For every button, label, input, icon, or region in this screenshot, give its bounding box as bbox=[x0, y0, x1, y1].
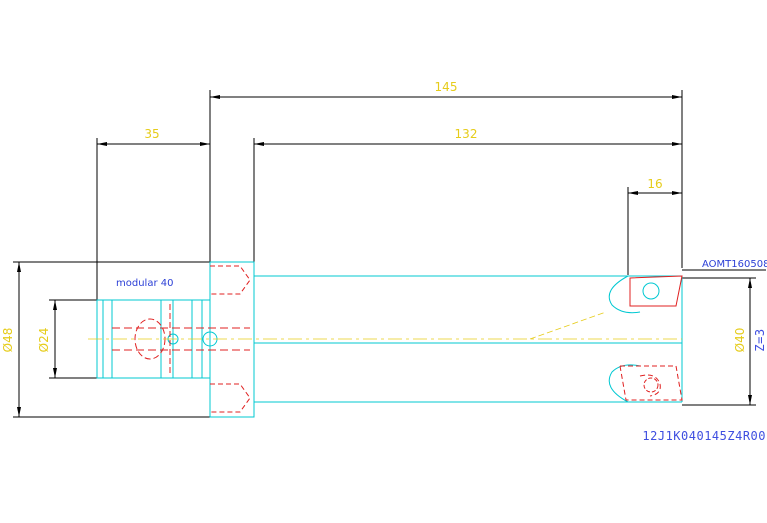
part-number-label: 12J1K040145Z4R00 bbox=[642, 429, 766, 443]
overall-length-label: 145 bbox=[435, 80, 458, 94]
insert-offset-label: 16 bbox=[647, 177, 662, 191]
insert-screw-hidden-icon bbox=[643, 377, 659, 393]
flange-diameter-label: Ø48 bbox=[1, 328, 15, 353]
tool-outline bbox=[96, 261, 683, 418]
hidden-features bbox=[112, 265, 683, 413]
shank-length-label: 35 bbox=[144, 127, 159, 141]
cutter-diameter-label: Ø40 bbox=[733, 328, 747, 353]
body-length-label: 132 bbox=[455, 127, 478, 141]
insert-label: AOMT160508R bbox=[702, 259, 767, 270]
dimension-lines bbox=[13, 90, 766, 418]
shank-diameter-label: Ø24 bbox=[37, 328, 51, 353]
dimension-arrows bbox=[17, 95, 752, 417]
module-label: modular 40 bbox=[116, 278, 173, 289]
leader-line bbox=[529, 311, 607, 340]
teeth-count-label: Z=3 bbox=[753, 328, 767, 351]
insert-screw-icon bbox=[642, 282, 660, 300]
